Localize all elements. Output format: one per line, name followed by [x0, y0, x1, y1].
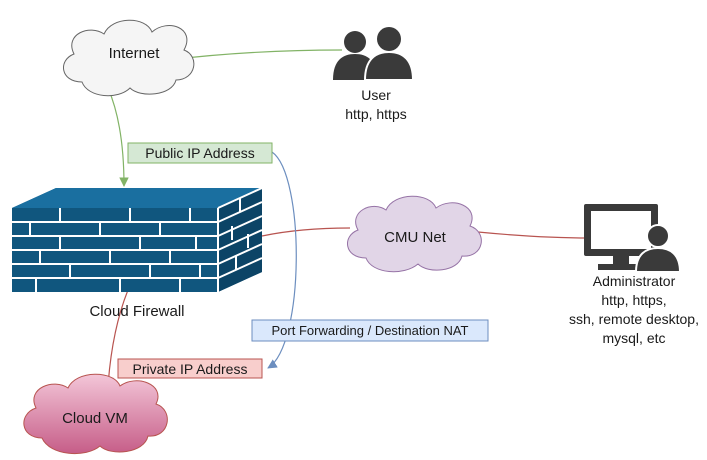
firewall-cmunet-link [261, 227, 351, 237]
administrator-protocols-line1: http, https, [601, 292, 666, 308]
cmunet-label: CMU Net [384, 229, 447, 246]
port-forwarding-label: Port Forwarding / Destination NAT [272, 323, 469, 338]
administrator-protocols-line2: ssh, remote desktop, [569, 311, 699, 327]
public-ip-label-box: Public IP Address [127, 142, 273, 164]
port-forwarding-label-box: Port Forwarding / Destination NAT [251, 319, 489, 342]
internet-cloud-shape [63, 19, 195, 97]
public-ip-label: Public IP Address [145, 145, 254, 161]
user-group-icon [333, 27, 415, 81]
user-label: User [361, 87, 391, 103]
internet-cloud: Internet [63, 19, 195, 97]
internet-label: Internet [109, 45, 161, 62]
port-forwarding-link [267, 151, 297, 369]
user-protocols: http, https [345, 106, 406, 122]
administrator-icon [584, 204, 682, 273]
firewall-label: Cloud Firewall [89, 303, 184, 320]
cloud-vm: Cloud VM [23, 373, 168, 455]
administrator-label: Administrator [593, 273, 676, 289]
firewall-vm-link [103, 289, 129, 387]
private-ip-label-box: Private IP Address [117, 358, 263, 379]
cloud-vm-shape [23, 373, 168, 455]
internet-user-link [167, 49, 343, 61]
private-ip-label: Private IP Address [133, 361, 248, 377]
cmunet-cloud: CMU Net [347, 195, 482, 273]
cmunet-admin-link [477, 231, 591, 239]
administrator-protocols-line3: mysql, etc [602, 330, 665, 346]
cmunet-cloud-shape [347, 195, 482, 273]
cloud-vm-label: Cloud VM [62, 410, 128, 427]
firewall-icon [12, 187, 263, 292]
internet-firewall-link [107, 87, 129, 187]
